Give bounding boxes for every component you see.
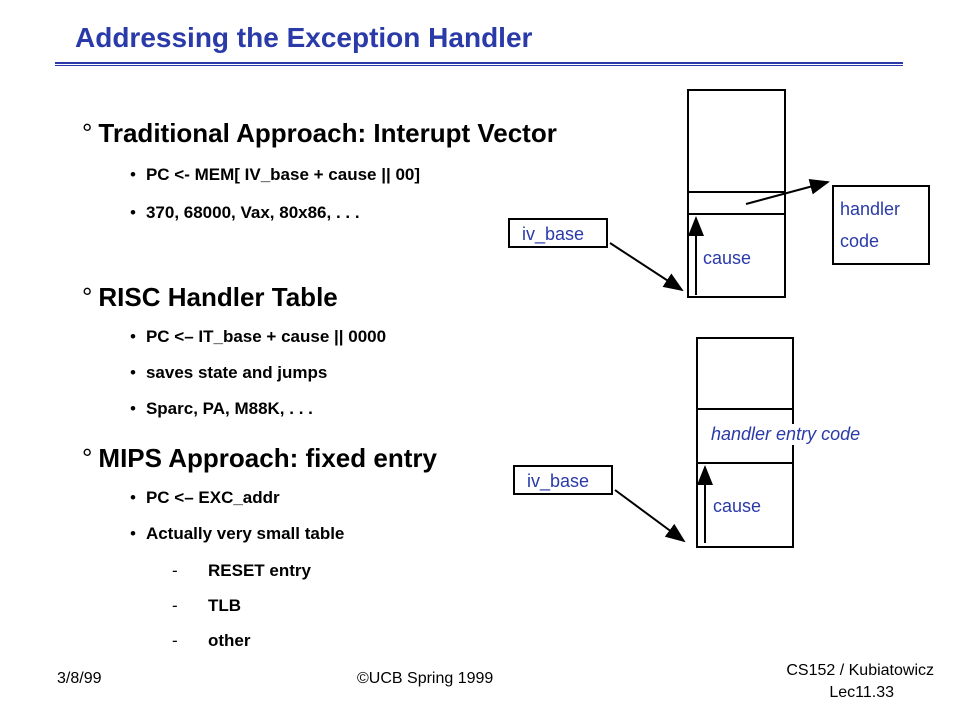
heading-text: MIPS Approach: fixed entry [98, 443, 437, 473]
handler-code-label-line2: code [840, 231, 880, 251]
heading-traditional: °Traditional Approach: Interupt Vector [82, 118, 557, 149]
handler-code-label-line1: handler [840, 199, 901, 219]
bullet-dot: • [130, 488, 136, 507]
footer-lecture: Lec11.33 [829, 684, 894, 701]
table-divider [689, 191, 784, 193]
bullet-dot: • [130, 165, 136, 184]
cause-label: cause [703, 248, 752, 268]
table-divider [689, 213, 784, 215]
sub-bullet-dash: - [172, 596, 178, 615]
bullet-dot: • [130, 399, 136, 418]
bullet-item: • saves state and jumps [130, 363, 327, 383]
heading-mips: °MIPS Approach: fixed entry [82, 443, 437, 474]
heading-marker: ° [82, 443, 93, 473]
title-underline [55, 62, 903, 64]
heading-marker: ° [82, 118, 93, 148]
pointer-arrow [609, 242, 684, 292]
slide-title: Addressing the Exception Handler [75, 22, 533, 53]
iv-base-label: iv_base [522, 224, 585, 244]
bullet-dot: • [130, 327, 136, 346]
handler-entry-code-label: handler entry code [711, 424, 861, 445]
bullet-text: PC <– IT_base + cause || 0000 [145, 327, 387, 346]
heading-text: RISC Handler Table [98, 282, 338, 312]
bullet-text: Sparc, PA, M88K, . . . [145, 399, 313, 418]
title-underline-thin [55, 65, 903, 66]
sub-bullet-item: - TLB [172, 596, 241, 616]
heading-marker: ° [82, 282, 93, 312]
bullet-dot: • [130, 363, 136, 382]
sub-bullet-item: - RESET entry [172, 561, 311, 581]
bullet-text: saves state and jumps [145, 363, 328, 382]
heading-text: Traditional Approach: Interupt Vector [98, 118, 557, 148]
sub-bullet-dash: - [172, 631, 178, 650]
bullet-item: • PC <– EXC_addr [130, 488, 280, 508]
sub-bullet-item: - other [172, 631, 251, 651]
bullet-item: • Sparc, PA, M88K, . . . [130, 399, 313, 419]
footer-copyright: ©UCB Spring 1999 [357, 670, 494, 687]
table-divider [698, 408, 792, 410]
iv-base-label: iv_base [527, 471, 590, 491]
handler-code-box [832, 185, 930, 265]
sub-bullet-dash: - [172, 561, 178, 580]
bullet-item: • PC <– IT_base + cause || 0000 [130, 327, 386, 347]
bullet-text: 370, 68000, Vax, 80x86, . . . [145, 203, 360, 222]
footer-course: CS152 / Kubiatowicz [786, 662, 934, 679]
bullet-item: • Actually very small table [130, 524, 344, 544]
iv-base-pointer-box: iv_base [508, 218, 608, 248]
sub-bullet-text: RESET entry [208, 561, 311, 580]
pointer-arrow [614, 489, 686, 543]
footer-date: 3/8/99 [57, 670, 102, 687]
bullet-dot: • [130, 524, 136, 543]
table-divider [698, 462, 792, 464]
sub-bullet-text: other [208, 631, 251, 650]
jump-arrow [745, 178, 830, 205]
bullet-text: PC <– EXC_addr [145, 488, 280, 507]
bullet-item: • PC <- MEM[ IV_base + cause || 00] [130, 165, 420, 185]
heading-risc: °RISC Handler Table [82, 282, 338, 313]
bullet-item: • 370, 68000, Vax, 80x86, . . . [130, 203, 360, 223]
bullet-text: Actually very small table [145, 524, 345, 543]
cause-label: cause [713, 496, 762, 516]
bullet-dot: • [130, 203, 136, 222]
bullet-text: PC <- MEM[ IV_base + cause || 00] [145, 165, 421, 184]
iv-base-pointer-box: iv_base [513, 465, 613, 495]
sub-bullet-text: TLB [208, 596, 242, 615]
